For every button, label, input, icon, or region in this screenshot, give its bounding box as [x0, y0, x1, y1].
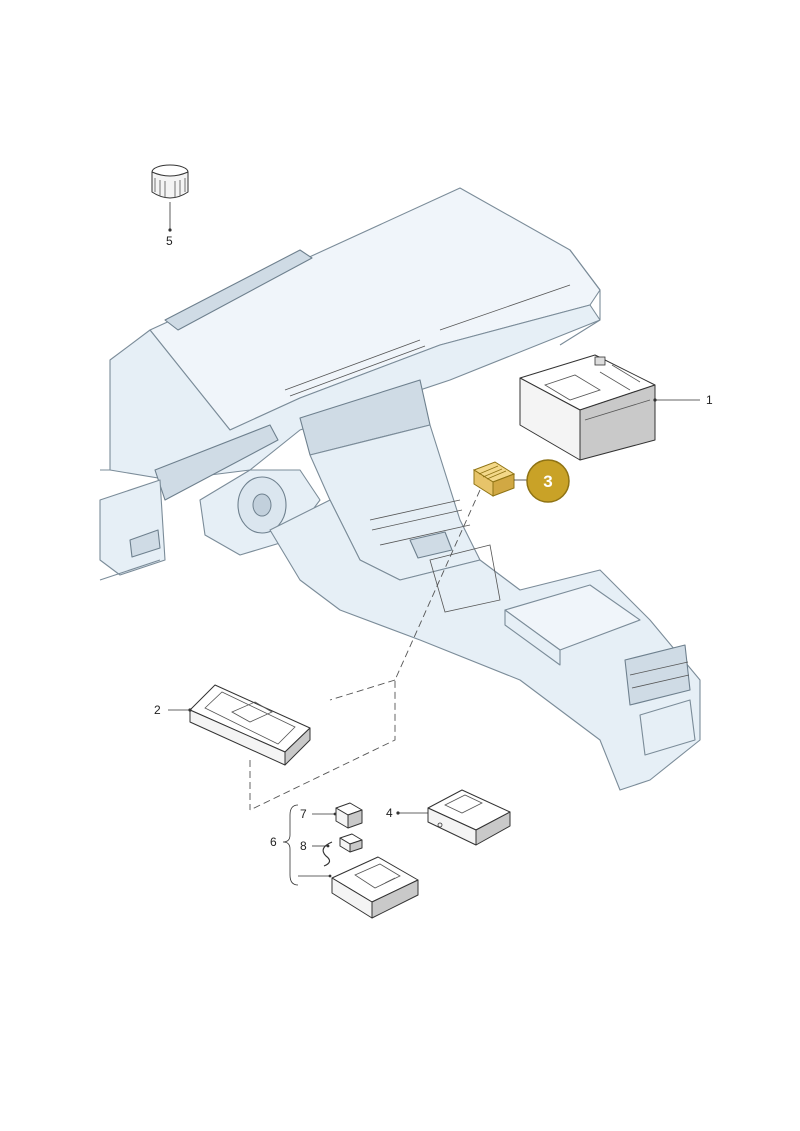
- instrument-cluster: [154, 424, 279, 501]
- rear-vents: [624, 644, 691, 706]
- callout-3-badge: [526, 459, 570, 503]
- gear-selector: [409, 531, 453, 559]
- defrost-vent: [164, 249, 313, 331]
- assembly-lines: [249, 489, 481, 811]
- callout-1-label: 1: [706, 393, 713, 407]
- part-4-module: 4: [386, 789, 511, 846]
- callout-7-label: 7: [300, 807, 307, 821]
- dashboard-left-end: [99, 479, 166, 576]
- callout-5-label: 5: [166, 234, 173, 248]
- part-1-module: 1: [519, 354, 713, 461]
- callout-2-label: 2: [154, 703, 161, 717]
- callout-4-label: 4: [386, 806, 393, 820]
- callout-6-label: 6: [270, 835, 277, 849]
- callout-3-label: 3: [543, 472, 552, 491]
- group-6: 6 7 8: [270, 802, 419, 919]
- part-5-knob: 5: [151, 164, 189, 248]
- center-console: [269, 499, 701, 791]
- part-2-tray: 2: [154, 684, 311, 766]
- dashboard-illustration: [99, 187, 701, 791]
- callout-8-label: 8: [300, 839, 307, 853]
- part-3-connector: 3: [472, 459, 570, 503]
